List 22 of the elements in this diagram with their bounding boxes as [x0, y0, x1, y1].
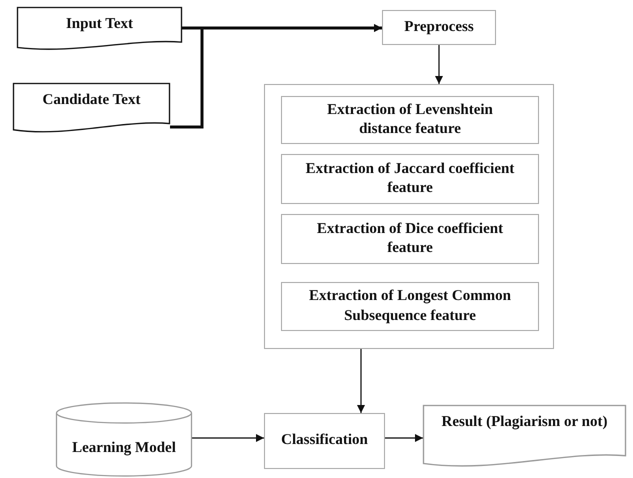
container-box — [264, 84, 554, 349]
process-box — [264, 413, 385, 469]
node-label: Candidate Text — [42, 91, 140, 110]
process-box — [281, 96, 539, 144]
process-box — [281, 214, 539, 264]
arrow — [192, 434, 264, 442]
node-label: Input Text — [66, 15, 134, 34]
process-box — [281, 282, 539, 331]
node-label: Learning Model — [72, 438, 176, 458]
arrow — [170, 24, 382, 128]
arrow — [357, 349, 365, 413]
node-label: Extraction of Longest Common Subsequence feature — [308, 287, 512, 326]
process-box — [281, 154, 539, 204]
node-label: Classification — [281, 431, 368, 450]
node-label: Extraction of Jaccard coefficient feature — [304, 160, 516, 198]
node-label: Preprocess — [404, 18, 474, 37]
node-label: Extraction of Levenshtein distance feature — [326, 100, 494, 139]
node-label: Extraction of Dice coefficient feature — [316, 220, 504, 258]
process-box — [382, 10, 496, 45]
node-label: Result (Plagiarism or not) — [442, 413, 608, 432]
arrow — [385, 434, 423, 442]
arrow — [435, 45, 443, 84]
